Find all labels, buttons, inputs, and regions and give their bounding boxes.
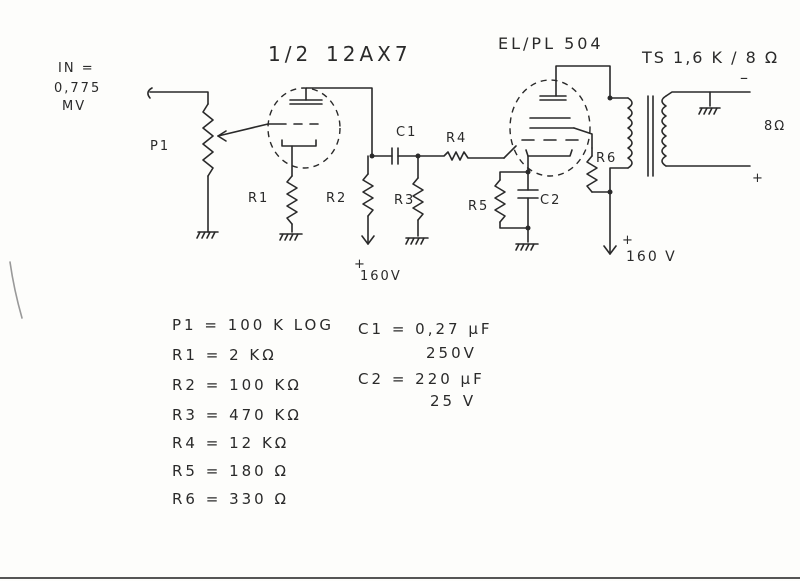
resistor-r5 [494, 179, 527, 229]
anode-node [369, 153, 393, 159]
capacitor-rating: 250V [426, 344, 477, 362]
parts-list-item: P1 = 100 K LOG [172, 318, 334, 333]
label-r2: R2 [326, 191, 348, 206]
parts-list-item: R5 = 180 Ω [172, 464, 289, 479]
input-jack [147, 87, 209, 105]
parts-list-item: R1 = 2 KΩ [172, 348, 277, 363]
input-label-line1: IN = [58, 61, 95, 76]
label-r5: R5 [468, 199, 490, 214]
resistor-r1 [279, 175, 303, 241]
part-ref: R4 [172, 434, 198, 452]
transformer-minus: – [740, 68, 750, 87]
part-value: = 100 KΩ [205, 376, 302, 394]
part-value: = 330 Ω [205, 490, 289, 508]
parts-list-item: R3 = 470 KΩ [172, 408, 302, 423]
part-ref: R6 [172, 490, 198, 508]
ground-symbol [196, 231, 219, 239]
label-c2: C2 [540, 193, 562, 208]
label-r4: R4 [446, 131, 468, 146]
capacitor-c1 [391, 147, 421, 165]
potentiometer-p1 [202, 103, 269, 233]
label-r3: R3 [394, 193, 416, 208]
capacitor-ref: C1 [358, 320, 385, 338]
capacitor-rating: 25 V [430, 392, 477, 410]
tube-12ax7 [267, 87, 373, 177]
load-label: 8Ω [764, 119, 787, 134]
capacitor-list-item: C1 = 0,27 µF [358, 322, 493, 337]
part-value: = 470 KΩ [205, 406, 302, 424]
part-ref: P1 [172, 316, 197, 334]
resistor-r2 [361, 155, 375, 245]
page-bottom-edge [0, 577, 800, 579]
part-ref: R1 [172, 346, 198, 364]
part-ref: R5 [172, 462, 198, 480]
part-value: = 100 K LOG [204, 316, 334, 334]
label-r1: R1 [248, 191, 270, 206]
supply-left-plus: + [354, 257, 367, 272]
parts-list-item: R2 = 100 KΩ [172, 378, 302, 393]
transformer-label: TS 1,6 K / 8 Ω [642, 48, 780, 67]
resistor-r3 [405, 155, 429, 245]
part-value: = 12 KΩ [205, 434, 290, 452]
part-value: = 2 KΩ [205, 346, 277, 364]
supply-right-plus: + [622, 233, 635, 248]
page-edge-mark [9, 261, 23, 319]
label-r6: R6 [596, 151, 618, 166]
cathode-network [499, 167, 531, 181]
capacitor-c2 [515, 171, 539, 251]
part-value: = 180 Ω [205, 462, 289, 480]
tube1-type-label: 12AX7 [326, 42, 412, 66]
part-ref: R3 [172, 406, 198, 424]
capacitor-value: = 0,27 µF [391, 320, 493, 338]
tube2-label: EL/PL 504 [498, 34, 604, 53]
resistor-r4 [417, 151, 505, 161]
capacitor-ref: C2 [358, 370, 385, 388]
label-p1: P1 [150, 139, 171, 154]
parts-list-item: R4 = 12 KΩ [172, 436, 289, 451]
parts-list-item: R6 = 330 Ω [172, 492, 289, 507]
transformer-plus: + [752, 171, 765, 186]
capacitor-list-item: C2 = 220 µF [358, 372, 485, 387]
capacitor-value: = 220 µF [391, 370, 485, 388]
input-label-line2: 0,775 [54, 81, 102, 96]
input-label-line3: MV [62, 99, 87, 114]
output-transformer [647, 91, 751, 177]
supply-left-value: 160V [360, 269, 402, 284]
supply-right-value: 160 V [626, 249, 677, 265]
tube-el504 [503, 65, 611, 177]
part-ref: R2 [172, 376, 198, 394]
label-c1: C1 [396, 125, 418, 140]
tube1-fraction-label: 1/2 [268, 42, 313, 66]
primary-winding [603, 95, 633, 255]
